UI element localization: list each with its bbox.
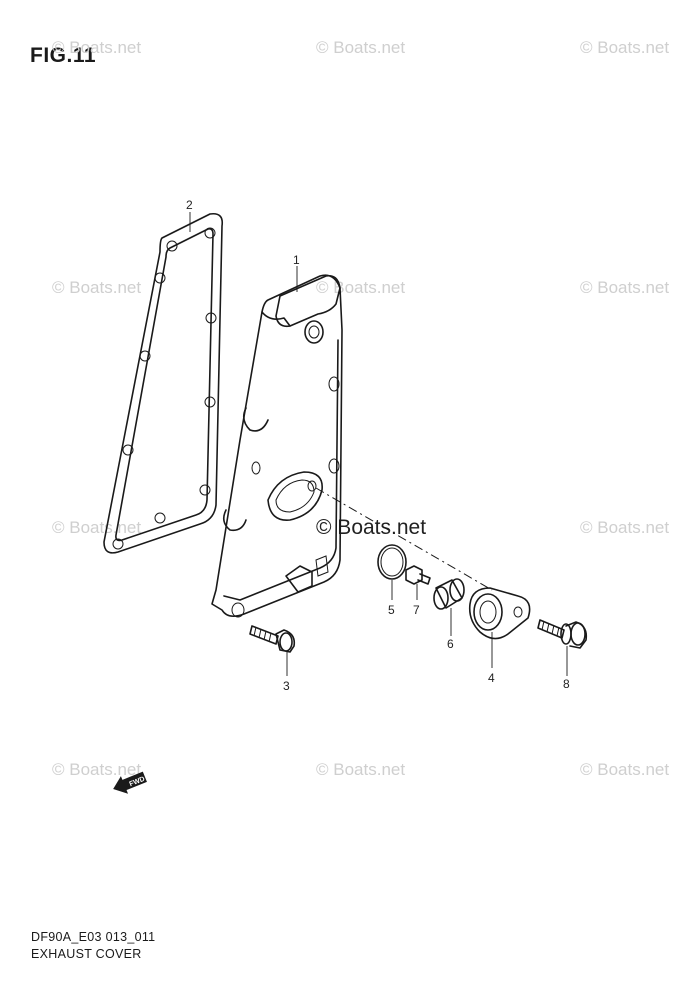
part-3-bolt[interactable] xyxy=(249,625,296,653)
watermark: © Boats.net xyxy=(580,760,669,779)
part-4-exhaust-plate[interactable] xyxy=(468,587,531,640)
callout-4: 4 xyxy=(488,671,495,685)
watermark: © Boats.net xyxy=(316,38,405,57)
callout-6: 6 xyxy=(447,637,454,651)
watermark: © Boats.net xyxy=(316,760,405,779)
part-8-bolt[interactable] xyxy=(537,619,588,649)
figure-code: DF90A_E03 013_011 xyxy=(31,930,156,944)
callout-5: 5 xyxy=(388,603,395,617)
watermark: © Boats.net xyxy=(52,760,141,779)
watermark: © Boats.net xyxy=(580,278,669,297)
figure-name: EXHAUST COVER xyxy=(31,947,142,961)
assembly-centerline xyxy=(315,487,493,591)
callouts: 2 1 3 5 7 6 4 8 xyxy=(186,198,570,693)
watermark: © Boats.net xyxy=(52,518,141,537)
part-2-gasket[interactable] xyxy=(103,212,224,554)
callout-2: 2 xyxy=(186,198,193,212)
part-5-o-ring[interactable] xyxy=(377,544,407,580)
callout-7: 7 xyxy=(413,603,420,617)
part-7-small-bolt[interactable] xyxy=(405,565,431,585)
center-watermark: © Boats.net xyxy=(316,516,426,539)
part-6-collar[interactable] xyxy=(433,578,465,610)
figure-title: FIG.11 xyxy=(30,44,97,67)
watermark: © Boats.net xyxy=(316,278,405,297)
watermark: © Boats.net xyxy=(52,278,141,297)
watermark: © Boats.net xyxy=(580,518,669,537)
watermarks: © Boats.net © Boats.net © Boats.net © Bo… xyxy=(52,38,669,779)
part-1-exhaust-cover[interactable] xyxy=(211,274,343,618)
leader-lines xyxy=(189,212,568,676)
callout-1: 1 xyxy=(293,253,300,267)
callout-8: 8 xyxy=(563,677,570,691)
watermark: © Boats.net xyxy=(52,38,141,57)
watermark: © Boats.net xyxy=(580,38,669,57)
callout-3: 3 xyxy=(283,679,290,693)
